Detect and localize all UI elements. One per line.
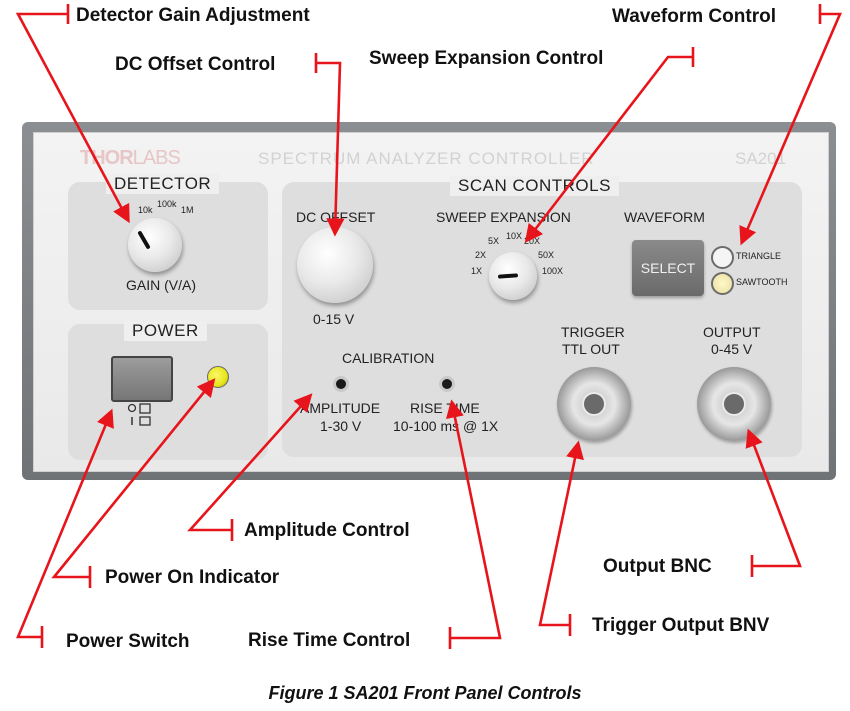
sweep-tick-10x: 10X <box>506 231 523 241</box>
callout-sweep-expansion: Sweep Expansion Control <box>369 48 604 69</box>
power-title: POWER <box>124 321 207 341</box>
callout-line-power-led <box>51 378 216 588</box>
callout-amplitude: Amplitude Control <box>244 520 410 541</box>
sweep-tick-100x: 100X <box>542 266 564 276</box>
sweep-tick-1x: 1X <box>471 266 483 276</box>
sawtooth-led <box>711 272 734 295</box>
rise-range-label: 10-100 ms @ 1X <box>393 418 499 434</box>
dc-offset-knob[interactable] <box>297 227 373 303</box>
triangle-led <box>711 246 734 269</box>
callout-line-waveform <box>739 4 842 246</box>
callout-waveform: Waveform Control <box>612 6 776 27</box>
waveform-select-button[interactable]: SELECT <box>632 240 704 296</box>
rise-time-trim[interactable] <box>439 376 455 392</box>
amplitude-trim[interactable] <box>333 376 349 392</box>
callout-power-switch: Power Switch <box>66 631 190 652</box>
gain-10k-label: 10k <box>138 205 153 215</box>
callout-detector-gain: Detector Gain Adjustment <box>76 5 310 26</box>
sweep-tick-50x: 50X <box>538 250 555 260</box>
logo-labs: LABS <box>132 147 181 169</box>
output-bnc-center <box>722 392 746 416</box>
callout-line-sweep <box>524 47 695 243</box>
gain-1m-label: 1M <box>181 205 194 215</box>
amplitude-range-label: 1-30 V <box>320 418 362 434</box>
callout-line-power-switch <box>16 408 114 648</box>
calibration-label: CALIBRATION <box>342 350 435 366</box>
figure-caption: Figure 1 SA201 Front Panel Controls <box>268 683 582 703</box>
output-label-line1: OUTPUT <box>703 324 761 340</box>
trigger-label-line1: TRIGGER <box>561 324 625 340</box>
gain-label: GAIN (V/A) <box>126 277 197 293</box>
detector-title: DETECTOR <box>106 174 220 194</box>
trigger-bnc-connector[interactable] <box>557 367 631 441</box>
triangle-label: TRIANGLE <box>736 251 782 261</box>
gain-100k-label: 100k <box>157 199 177 209</box>
callout-rise-time: Rise Time Control <box>248 630 411 651</box>
dc-range-label: 0-15 V <box>313 311 355 327</box>
sawtooth-label: SAWTOOTH <box>736 277 788 287</box>
sweep-expansion-label: SWEEP EXPANSION <box>436 209 571 225</box>
callout-line-detector-gain <box>15 4 130 224</box>
model-number: SA201 <box>735 149 787 168</box>
callout-line-dc-offset <box>314 53 345 237</box>
power-switch[interactable] <box>111 356 173 402</box>
callout-dc-offset: DC Offset Control <box>115 54 276 75</box>
callout-line-output-bnc <box>745 428 802 577</box>
callout-line-trigger-bnc <box>538 440 584 636</box>
sweep-expansion-knob[interactable] <box>489 252 537 300</box>
panel-title: SPECTRUM ANALYZER CONTROLLER <box>258 149 595 168</box>
scan-controls-title: SCAN CONTROLS <box>450 176 619 196</box>
amplitude-label: AMPLITUDE <box>300 400 381 416</box>
callout-line-amplitude <box>187 393 313 541</box>
callout-line-rise-time <box>445 399 502 649</box>
waveform-label: WAVEFORM <box>624 209 705 225</box>
sweep-tick-5x: 5X <box>488 236 500 246</box>
output-label-line2: 0-45 V <box>711 341 753 357</box>
trigger-bnc-center <box>582 392 606 416</box>
callout-output-bnc: Output BNC <box>603 556 712 577</box>
power-symbol-icon <box>126 402 160 428</box>
callout-trigger-bnc: Trigger Output BNV <box>592 615 770 636</box>
gain-knob[interactable] <box>128 218 182 272</box>
trigger-label-line2: TTL OUT <box>562 341 620 357</box>
callout-power-indicator: Power On Indicator <box>105 567 280 588</box>
sweep-tick-2x: 2X <box>475 250 487 260</box>
